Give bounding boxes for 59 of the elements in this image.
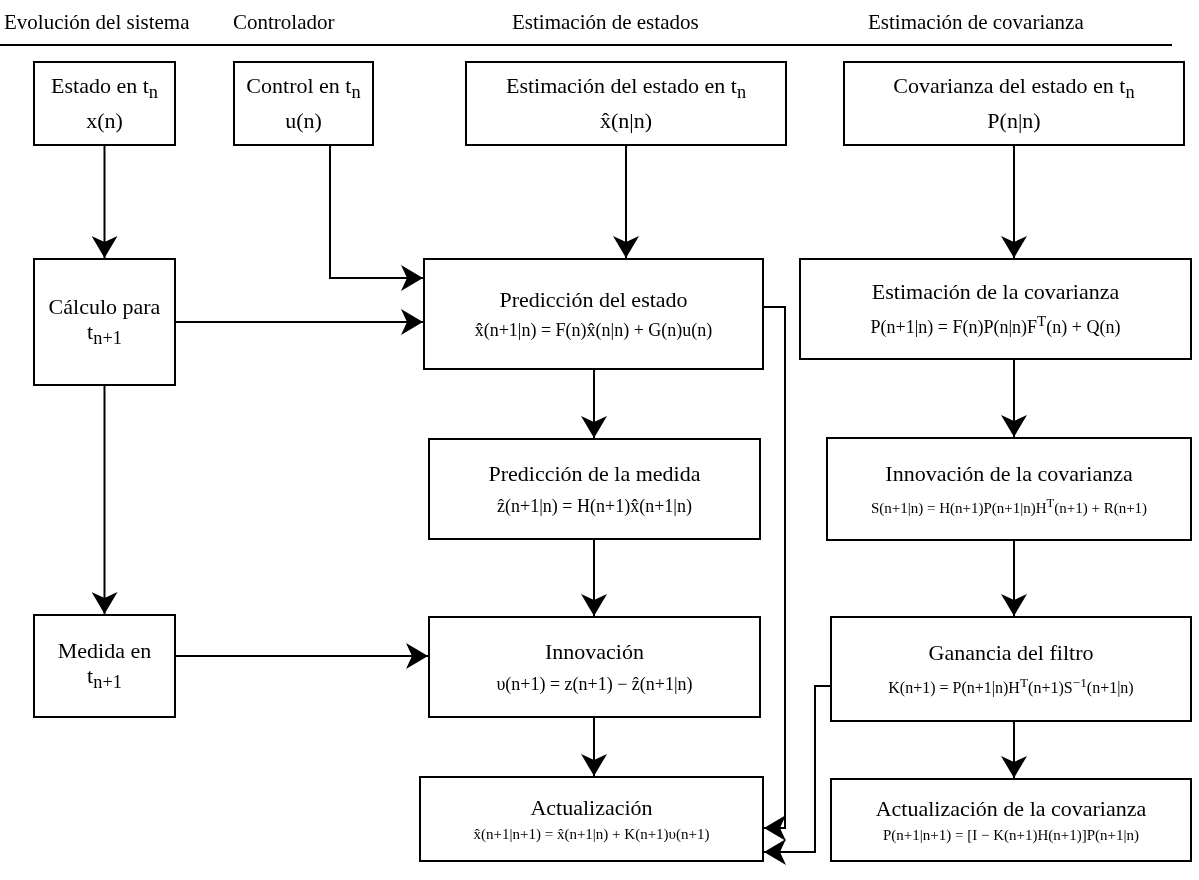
- arrow: [763, 306, 786, 841]
- formula: x̂(n+1|n+1) = x̂(n+1|n) + K(n+1)υ(n+1): [473, 824, 710, 843]
- arrow: [581, 369, 607, 439]
- formula: x̂(n+1|n) = F(n)x̂(n|n) + G(n)u(n): [474, 319, 713, 342]
- process-box: [423, 258, 764, 370]
- box-title: Actualización: [529, 795, 654, 821]
- formula: u(n): [285, 107, 322, 134]
- process-box: [428, 438, 761, 540]
- box-title: Predicción del estado: [498, 286, 689, 312]
- box-title: Predicción de la medida: [487, 460, 702, 486]
- process-box: [33, 258, 176, 386]
- process-box: [33, 614, 176, 718]
- process-box: [843, 61, 1185, 146]
- box-title: Estimación del estado en t$_{n}$: [504, 73, 748, 104]
- arrow: [763, 685, 831, 865]
- box-title: Covarianza del estado en t$_{n}$: [892, 73, 1136, 104]
- formula: x(n): [86, 107, 123, 134]
- formula: ẑ(n+1|n) = H(n+1)x̂(n+1|n): [497, 495, 692, 518]
- arrow: [581, 539, 607, 617]
- arrow: [1001, 721, 1027, 779]
- process-box: [33, 61, 176, 146]
- arrow: [329, 145, 424, 291]
- process-box: [233, 61, 374, 146]
- formula: P(n|n): [987, 107, 1041, 134]
- box-title: Innovación: [544, 638, 645, 664]
- formula: P(n+1|n) = F(n)P(n|n)F$^{T}$(n) + Q(n): [870, 312, 1121, 339]
- process-box: [826, 437, 1192, 541]
- arrow: [581, 717, 607, 777]
- box-title: Actualización de la covarianza: [874, 796, 1148, 822]
- formula: x̂(n|n): [599, 107, 653, 134]
- process-box: [830, 616, 1192, 722]
- process-box: [428, 616, 761, 718]
- arrow: [1001, 359, 1027, 438]
- formula: K(n+1) = P(n+1|n)H$^{T}$(n+1)S$^{−1}$(n+1|n): [888, 675, 1134, 698]
- formula: P(n+1|n+1) = [I − K(n+1)H(n+1)]P(n+1|n): [883, 825, 1139, 844]
- box-title: Medida en t$_{n+1}$: [56, 638, 153, 694]
- arrow: [175, 643, 429, 669]
- column-heading: Evolución del sistema: [4, 10, 190, 35]
- column-heading: Estimación de estados: [512, 10, 699, 35]
- column-heading: Estimación de covarianza: [868, 10, 1084, 35]
- process-box: [465, 61, 787, 146]
- arrow: [613, 145, 639, 259]
- box-title: Estado en t$_{n}$: [50, 73, 159, 104]
- arrow: [91, 145, 118, 259]
- formula: S(n+1|n) = H(n+1)P(n+1|n)H$^{T}$(n+1) + R(n+1): [870, 496, 1148, 518]
- formula: υ(n+1) = z(n+1) − ẑ(n+1|n): [496, 673, 693, 696]
- box-title: Ganancia del filtro: [927, 640, 1095, 666]
- arrow: [91, 385, 118, 615]
- process-box: [830, 778, 1192, 862]
- arrow: [1001, 145, 1027, 259]
- arrow: [175, 309, 424, 335]
- box-title: Innovación de la covarianza: [884, 460, 1134, 487]
- box-title: Estimación de la covarianza: [870, 279, 1121, 305]
- box-title: Cálculo para t$_{n+1}$: [47, 294, 162, 350]
- arrow: [1001, 540, 1027, 617]
- process-box: [419, 776, 764, 862]
- column-heading: Controlador: [233, 10, 335, 35]
- process-box: [799, 258, 1192, 360]
- box-title: Control en t$_{n}$: [245, 73, 362, 104]
